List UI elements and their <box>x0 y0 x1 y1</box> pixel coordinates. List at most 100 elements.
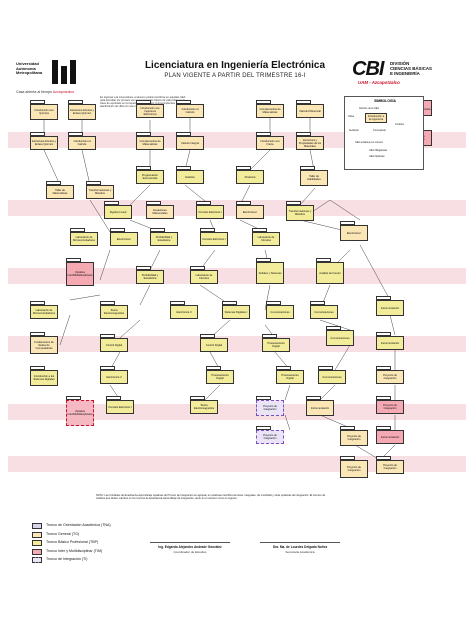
uea-box[interactable]: Probabilidad y Estadística <box>150 232 178 246</box>
uea-box[interactable]: Electrónica I <box>236 205 264 219</box>
uea-box[interactable]: Proyecto de Integración <box>340 430 368 446</box>
uea-box[interactable]: Laboratorio de Microcontroladores <box>30 305 58 319</box>
uea-box[interactable]: Procesamiento Digital <box>206 370 234 384</box>
uea-box[interactable]: Instrumentación <box>376 430 404 444</box>
uea-name: Procesamiento Digital <box>281 374 299 380</box>
uea-box[interactable]: Optativa Inter/Multidisciplinaria <box>66 400 94 426</box>
cbi-logo: CBI DIVISIÓN CIENCIAS BÁSICAS E INGENIER… <box>352 58 432 85</box>
uea-code <box>30 132 46 136</box>
uea-box[interactable]: Comunicaciones <box>326 330 354 346</box>
uea-box[interactable]: Electrónica II <box>100 370 128 384</box>
uea-name: Taller de Habilidades <box>307 175 321 181</box>
uea-box[interactable]: Electrónica I <box>110 232 138 246</box>
uea-box[interactable]: Introducción a la Ingeniería Electrónica <box>136 104 164 118</box>
uea-box[interactable]: Electrónica I <box>340 225 368 241</box>
uea-code <box>316 258 332 262</box>
uea-name: Proyecto de Integración <box>383 374 397 380</box>
uea-name: Probabilidad y Estadística <box>141 274 159 280</box>
uea-name: Estructura Atómica y Enlace Químico <box>70 109 94 115</box>
uea-box[interactable]: Análisis de Fourier <box>316 262 344 284</box>
uea-box[interactable]: Complementos de Matemáticas <box>256 104 284 118</box>
uea-name: Introducción al Cálculo <box>73 140 91 146</box>
uea-box[interactable]: Taller de Habilidades <box>300 170 328 186</box>
uea-name: Proyecto de Integración <box>347 435 361 441</box>
trimester-band <box>8 268 466 284</box>
uea-box[interactable]: Ecuaciones Diferenciales <box>146 205 174 219</box>
uea-box[interactable]: Introducción al Cálculo <box>68 136 96 150</box>
uea-code <box>136 266 152 270</box>
uea-box[interactable]: Electrónica II <box>170 305 198 319</box>
uea-box[interactable]: Álgebra Lineal <box>104 205 132 219</box>
uea-box[interactable]: Circuitos Eléctricos I <box>196 205 224 219</box>
uea-box[interactable]: Proyecto de Integración <box>256 400 284 416</box>
uea-box[interactable]: Introducción a la Física <box>256 136 284 150</box>
uea-box[interactable]: Proyecto de Integración <box>376 400 404 414</box>
uea-code <box>68 100 84 104</box>
uea-box[interactable]: Comunicaciones <box>318 370 346 384</box>
uea-code <box>200 334 216 338</box>
uea-code <box>100 334 116 338</box>
uea-box[interactable]: Laboratorio de Microcontroladores <box>70 232 98 246</box>
uea-code <box>256 426 272 430</box>
uea-box[interactable]: Cálculo Integral <box>176 136 204 150</box>
uea-box[interactable]: Procesamiento Digital <box>262 338 290 352</box>
legend-swatch <box>32 523 42 529</box>
uea-name: Cálculo Diferencial <box>299 109 321 113</box>
uea-box[interactable]: Instrumentación <box>376 300 404 316</box>
uea-box[interactable]: Transformaciones y Métodos <box>286 205 314 221</box>
uea-box[interactable]: Optativa Inter/Multidisciplinaria <box>66 262 94 286</box>
uea-box[interactable]: Laboratorio de Circuitos <box>252 232 280 246</box>
uea-code <box>300 166 316 170</box>
uea-box[interactable]: Teoría Electromagnética <box>190 400 218 414</box>
uea-box[interactable]: Introducción al Cálculo <box>176 104 204 118</box>
uea-box[interactable]: Comunicaciones <box>310 305 338 319</box>
uea-box[interactable]: Taller de Matemáticas <box>46 185 74 199</box>
uea-box[interactable]: Programación Estructurada <box>136 170 164 184</box>
uea-box[interactable]: Probabilidad y Estadística <box>136 270 164 284</box>
legend-item: Tronco Inter y Multidisciplinar (TIM) <box>32 548 132 557</box>
uea-box[interactable]: Comunicaciones <box>266 305 294 319</box>
uea-code <box>196 201 212 205</box>
uea-box[interactable]: Procesamiento Digital <box>276 370 304 384</box>
legend-item: Tronco General (TG) <box>32 531 132 540</box>
uea-name: Procesamiento Digital <box>267 342 285 348</box>
uea-box[interactable]: Proyecto de Integración <box>376 460 404 474</box>
uea-name: Probabilidad y Estadística <box>155 236 173 242</box>
uea-box[interactable]: Fundamentos de Redes de Computadoras <box>30 336 58 354</box>
uea-box[interactable]: Teoría Electromagnética <box>100 305 128 319</box>
uea-box[interactable]: Introducción a los Sistemas Digitales <box>30 370 58 386</box>
uea-box[interactable]: Estructura y Propiedades de los Material… <box>296 136 324 150</box>
uea-box[interactable]: Proyecto de Integración <box>256 430 284 444</box>
legend-swatch <box>32 531 42 538</box>
uea-box[interactable]: Circuitos Eléctricos I <box>106 400 134 414</box>
uea-code <box>170 301 186 305</box>
uea-box[interactable]: Proyecto de Integración <box>376 370 404 384</box>
uea-box[interactable]: Transformaciones y Métodos <box>86 185 114 199</box>
uea-box[interactable]: Control Digital <box>100 338 128 352</box>
uea-box[interactable]: Estática <box>176 170 204 184</box>
uea-box[interactable]: Control Digital <box>200 338 228 352</box>
uea-box[interactable]: Cálculo Diferencial <box>296 104 324 118</box>
uea-box[interactable]: Estructura Atómica y Enlace Químico <box>68 104 96 120</box>
uea-box[interactable]: Proyecto de Integración <box>340 460 368 478</box>
uea-box[interactable]: Instrumentación <box>306 400 334 416</box>
uea-code <box>376 456 392 460</box>
uea-box[interactable]: Señales y Sistemas <box>256 262 284 284</box>
uea-code <box>100 301 116 305</box>
uea-box[interactable]: Circuitos Eléctricos I <box>200 232 228 246</box>
uea-code <box>30 301 46 305</box>
uea-box[interactable]: Estructura Atómica y Enlace Químico <box>30 136 58 150</box>
uea-box[interactable]: Sistemas Digitales I <box>222 305 250 319</box>
uea-code <box>236 166 252 170</box>
uam-name: Universidad Autónoma Metropolitana <box>16 61 43 76</box>
uea-box[interactable]: Introducción a la Química <box>30 104 58 120</box>
uea-code <box>110 228 126 232</box>
uea-box[interactable]: Dinámica <box>236 170 264 184</box>
uea-name: Control Digital <box>105 343 123 347</box>
uea-box[interactable]: Complementos de Matemáticas <box>136 136 164 150</box>
uea-name: Dinámica <box>244 175 256 179</box>
uea-box[interactable]: Instrumentación <box>376 336 404 350</box>
uea-box[interactable]: Laboratorio de Circuitos <box>190 270 218 284</box>
uea-name: Transformaciones y Métodos <box>88 189 112 195</box>
